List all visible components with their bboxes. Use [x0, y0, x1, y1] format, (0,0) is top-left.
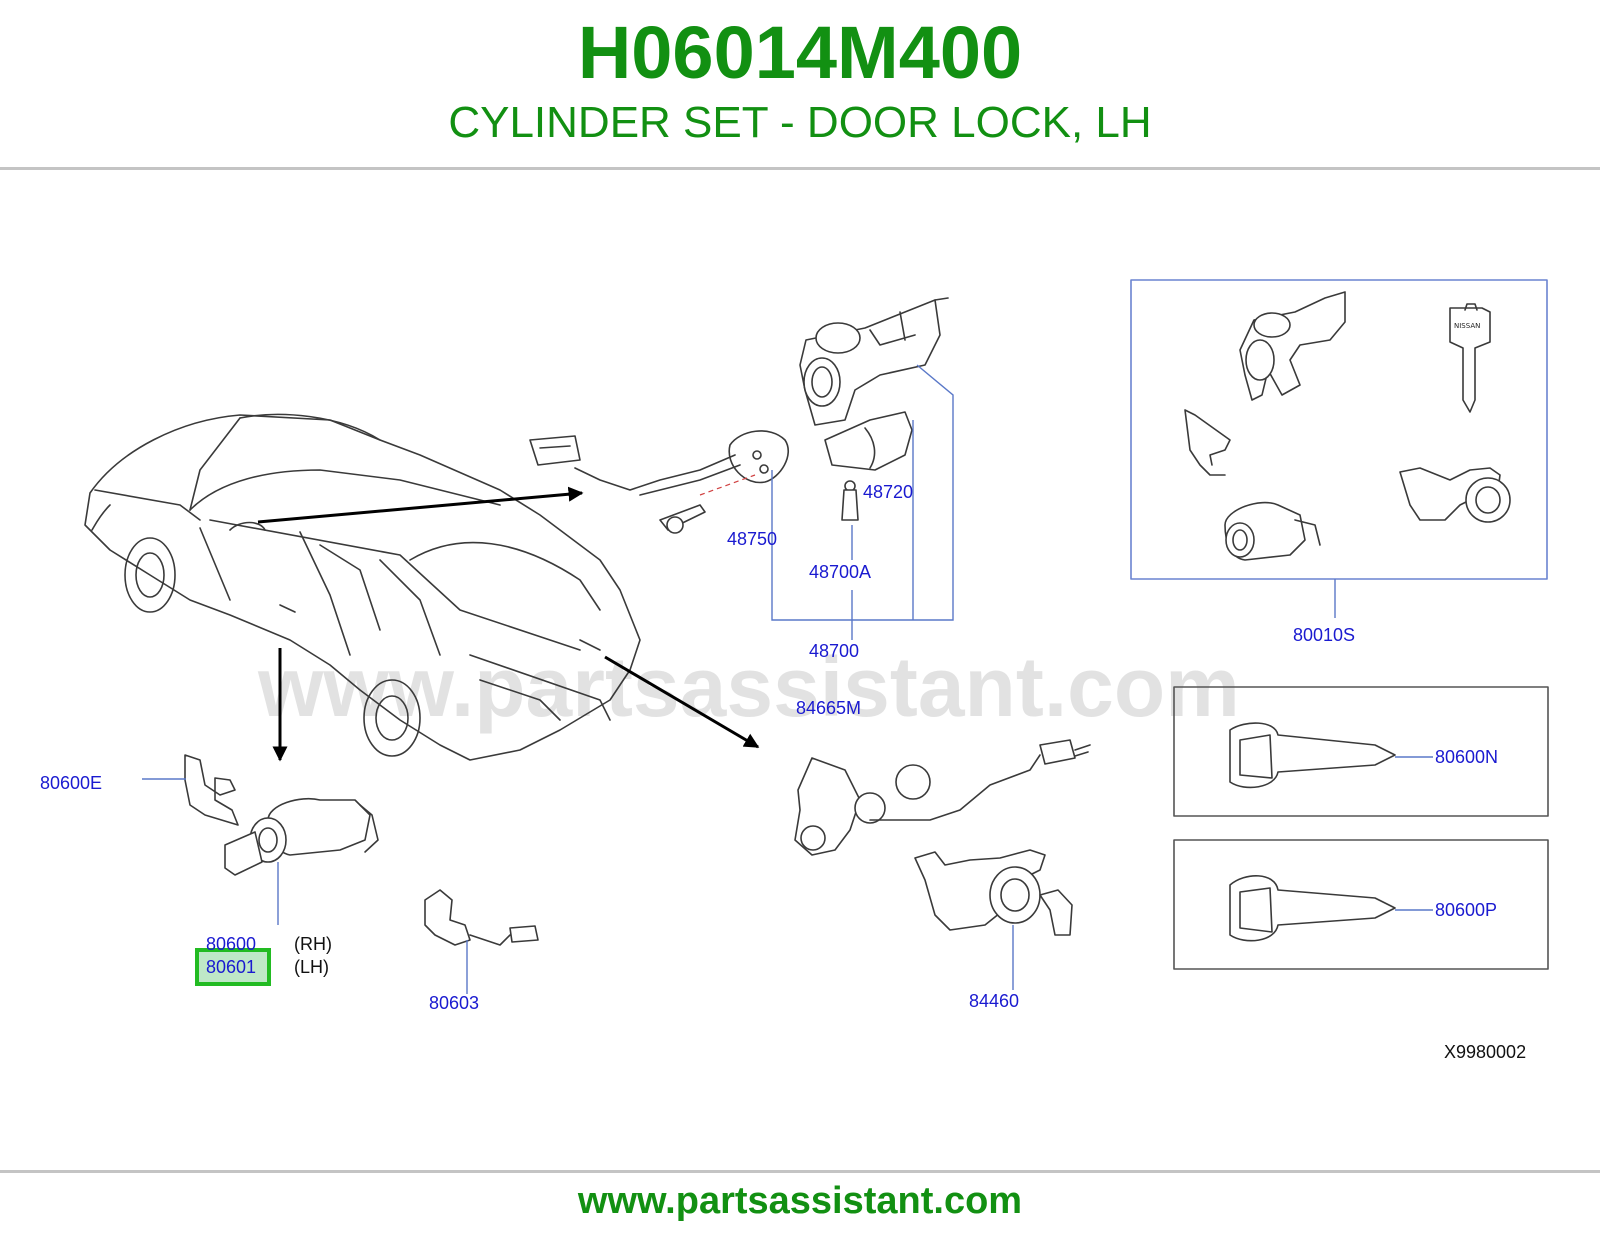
label-80010S: 80010S — [1293, 625, 1355, 645]
part-labels: 48750 48720 48700A 48700 80010S 84665M 8… — [40, 482, 1526, 1062]
highlight-80601 — [195, 948, 271, 986]
label-48700: 48700 — [809, 641, 859, 661]
header-divider — [0, 167, 1600, 170]
footer-url[interactable]: www.partsassistant.com — [577, 1180, 1023, 1222]
door-cylinder-parts — [142, 754, 539, 994]
label-80601: 80601 — [206, 957, 256, 977]
label-rh: (RH) — [294, 934, 332, 954]
label-80600E: 80600E — [40, 773, 102, 793]
footer-divider — [0, 1170, 1600, 1173]
key-brand-text: NISSAN — [1454, 322, 1480, 330]
set-80010S-box: NISSAN — [1130, 279, 1548, 618]
page-header: H06014M400 CYLINDER SET - DOOR LOCK, LH — [0, 0, 1600, 170]
label-48700A: 48700A — [809, 562, 871, 582]
label-80600P: 80600P — [1435, 900, 1497, 920]
key-box-80600P — [1173, 839, 1549, 970]
car-illustration — [84, 413, 641, 761]
label-48750: 48750 — [727, 529, 777, 549]
label-84665M: 84665M — [796, 698, 861, 718]
label-lh: (LH) — [294, 957, 329, 977]
assembly-bracket-48700 — [771, 364, 954, 640]
watermark-text: www.partsassistant.com — [257, 640, 1240, 734]
pointer-arrows — [257, 486, 760, 762]
key-box-80600N — [1173, 686, 1549, 817]
trunk-lock-parts — [794, 739, 1091, 990]
ignition-lock-assembly — [529, 297, 949, 534]
label-84460: 84460 — [969, 991, 1019, 1011]
label-80600N: 80600N — [1435, 747, 1498, 767]
part-number-title: H06014M400 — [577, 11, 1023, 94]
diagram-code: X9980002 — [1444, 1042, 1526, 1062]
arrow-to-trunk-lock — [604, 655, 760, 749]
label-80603: 80603 — [429, 993, 479, 1013]
label-80600: 80600 — [206, 934, 256, 954]
label-48720: 48720 — [863, 482, 913, 502]
part-description: CYLINDER SET - DOOR LOCK, LH — [448, 98, 1152, 147]
arrow-to-ignition — [257, 486, 584, 524]
